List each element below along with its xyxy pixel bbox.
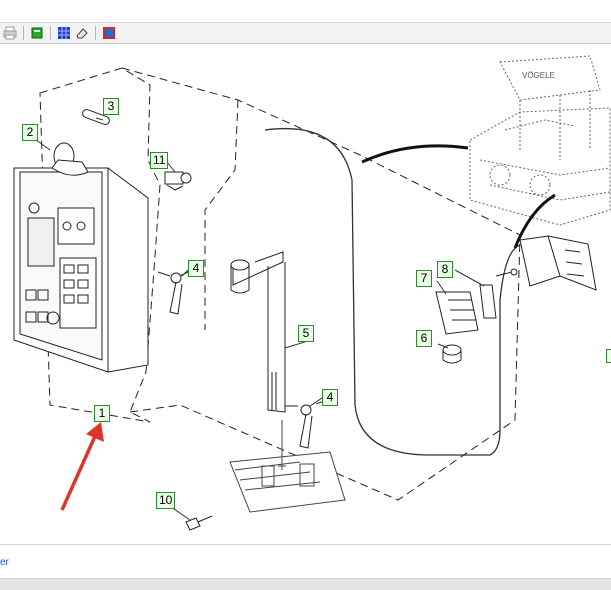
callout-label[interactable]: 2 <box>22 124 38 141</box>
dashed-outline-control-panel <box>39 67 161 423</box>
toolbar-separator <box>50 26 51 40</box>
toolbar <box>0 22 611 44</box>
fitting-part <box>164 171 192 191</box>
dashed-outline-assembly <box>121 67 521 501</box>
window-top-strip <box>0 0 611 22</box>
callout-label[interactable]: 4 <box>188 260 204 277</box>
bottom-bar <box>0 578 611 590</box>
callout-label[interactable]: 4 <box>322 389 338 406</box>
cable-line <box>264 127 521 456</box>
base-plate-assembly <box>229 420 346 513</box>
callout-label[interactable]: 6 <box>416 330 432 347</box>
paver-machine <box>469 55 611 226</box>
cable-arc-top <box>361 144 469 164</box>
book-icon <box>31 27 43 39</box>
connector-plug <box>479 268 518 319</box>
grid-icon <box>58 27 70 39</box>
bolt-part <box>185 515 213 531</box>
callout-label[interactable]: 1 <box>94 405 110 422</box>
eraser-icon <box>76 28 88 39</box>
callout-label[interactable]: 11 <box>150 152 169 169</box>
callout-edge-marker <box>606 349 611 363</box>
connector-housing <box>435 291 479 335</box>
cable-arc-right <box>513 193 556 249</box>
gland-nut <box>442 344 462 364</box>
print-button[interactable] <box>2 25 18 41</box>
red-pointer-arrow <box>60 422 104 511</box>
eraser-button[interactable] <box>74 25 90 41</box>
clamp-lever-right <box>299 397 323 449</box>
exploded-parts-drawing: VÖGELE <box>13 55 611 531</box>
mounting-pillar <box>230 251 298 413</box>
printer-icon <box>3 26 17 40</box>
book-button[interactable] <box>29 25 45 41</box>
callout-label[interactable]: 7 <box>416 270 432 287</box>
toolbar-separator <box>23 26 24 40</box>
knob-part <box>51 142 89 176</box>
parts-diagram: VÖGELE <box>0 44 611 544</box>
seal-part <box>82 109 110 125</box>
callout-label[interactable]: 10 <box>156 492 176 509</box>
machine-brand-lettering: VÖGELE <box>522 71 555 80</box>
junction-box <box>519 235 597 291</box>
panel-divider <box>0 544 611 545</box>
callout-label[interactable]: 5 <box>298 325 314 342</box>
export-icon <box>103 27 115 39</box>
export-button[interactable] <box>101 25 117 41</box>
dashed-guide <box>204 99 239 330</box>
clamp-lever-left <box>157 269 193 315</box>
grid-button[interactable] <box>56 25 72 41</box>
toolbar-separator <box>95 26 96 40</box>
callout-label[interactable]: 8 <box>437 261 453 278</box>
status-text: er <box>0 557 9 568</box>
control-panel-unit <box>13 167 149 373</box>
callout-label[interactable]: 3 <box>103 98 119 115</box>
